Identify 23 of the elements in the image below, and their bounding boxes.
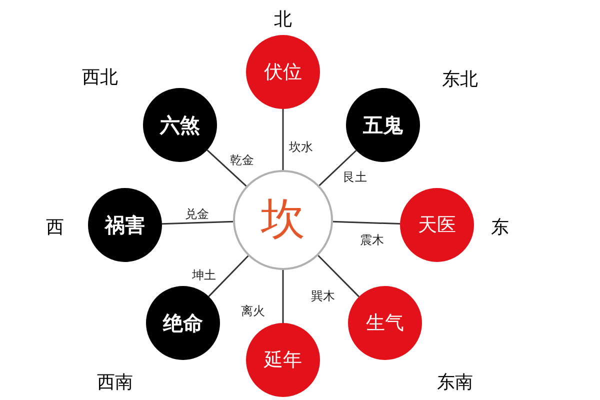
connector-line — [318, 150, 357, 186]
connector-line — [318, 255, 360, 298]
edge-label: 震木 — [359, 234, 385, 246]
edge-label: 坎水 — [288, 141, 314, 153]
edge-label: 兑金 — [184, 208, 210, 220]
connector-line — [282, 270, 284, 323]
direction-label: 东 — [491, 219, 509, 237]
connector-line — [208, 255, 249, 297]
direction-label: 东北 — [442, 71, 478, 89]
direction-label: 西北 — [82, 69, 118, 87]
connector-line — [206, 150, 247, 187]
edge-label: 巽木 — [310, 290, 336, 302]
edge-label: 坤土 — [191, 269, 217, 281]
connector-line — [162, 220, 234, 225]
connector-line — [332, 220, 400, 225]
edge-label: 离火 — [240, 305, 266, 317]
direction-label: 北 — [274, 11, 292, 29]
direction-label: 东南 — [437, 374, 473, 392]
edge-label: 艮土 — [342, 171, 368, 183]
connector-line — [282, 109, 284, 170]
direction-label: 西 — [46, 219, 64, 237]
edge-label: 乾金 — [229, 154, 255, 166]
direction-label: 西南 — [97, 374, 133, 392]
